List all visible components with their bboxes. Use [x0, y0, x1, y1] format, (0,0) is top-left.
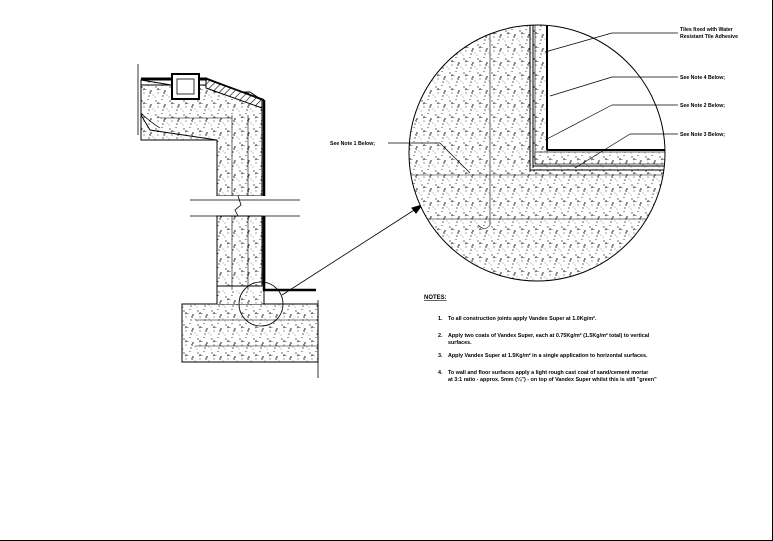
note-3-number: 3. [438, 353, 443, 359]
note-2-line1: Apply two coats of Vandex Super, each at… [448, 333, 650, 339]
callout-note4: See Note 4 Below; [680, 75, 725, 81]
wall-section [137, 64, 424, 378]
note-1-number: 1. [438, 316, 443, 322]
detail-circle [408, 24, 666, 282]
note-3-line1: Apply Vandex Super at 1.5Kg/m² in a sing… [448, 353, 648, 359]
note-1-line1: To all construction joints apply Vandex … [448, 316, 597, 322]
callout-leaders [388, 32, 678, 174]
notes-block: NOTES: 1. To all construction joints app… [424, 295, 657, 383]
note-2-number: 2. [438, 333, 443, 339]
note-4-line2: at 3:1 ratio - approx. 5mm (¼") - on top… [448, 376, 657, 383]
callout-tiles-line1: Tiles fixed with Water [680, 27, 733, 33]
callout-tiles-line2: Resistant Tile Adhesive [680, 34, 738, 40]
note-2-line2: surfaces. [448, 340, 472, 346]
callout-note3: See Note 3 Below; [680, 132, 725, 138]
note-4-number: 4. [438, 370, 443, 376]
notes-heading: NOTES: [424, 295, 447, 301]
callout-note2: See Note 2 Below; [680, 103, 725, 109]
note-4-line1: To wall and floor surfaces apply a light… [448, 370, 649, 376]
callout-note1: See Note 1 Below; [330, 141, 375, 147]
